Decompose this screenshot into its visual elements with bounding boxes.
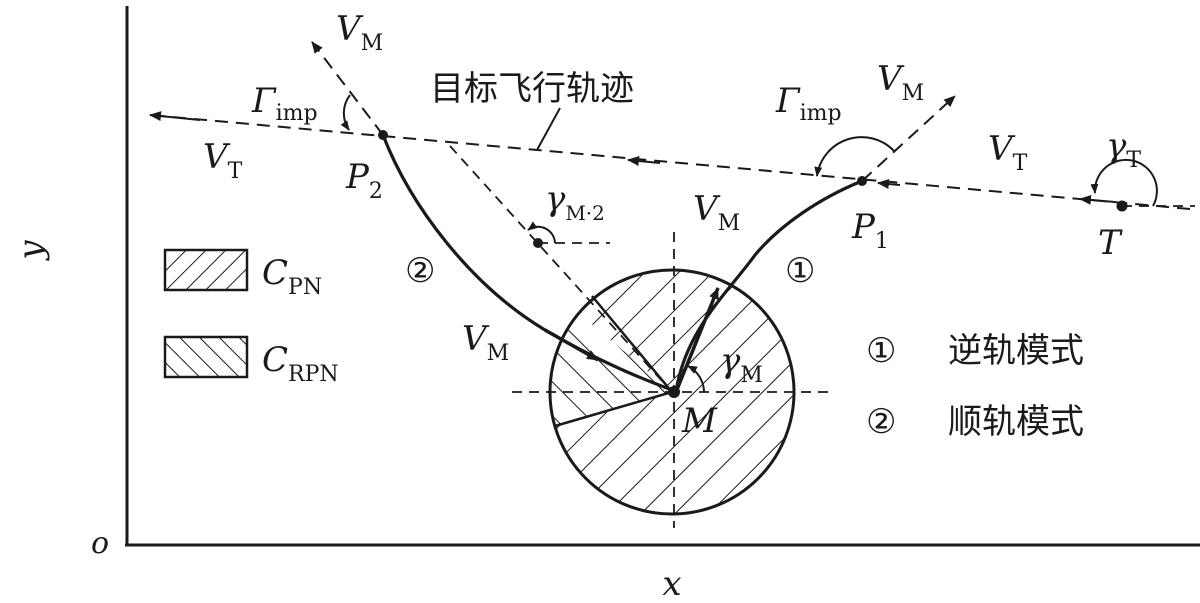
mode1-marker: ①	[866, 331, 896, 371]
p2-impact-angle-label: Γimp	[251, 81, 318, 126]
path2-curve	[381, 134, 673, 392]
legend-cpn-label: CPN	[262, 253, 322, 300]
legend-crpn-swatch	[163, 335, 249, 379]
missile-velocity-label-left: VM	[462, 319, 509, 366]
target-label: T	[1098, 223, 1123, 263]
target-velocity-label: VT	[988, 129, 1028, 176]
p2-target-velocity-label: VT	[203, 137, 243, 184]
path1-curve	[674, 179, 863, 393]
p2-impact-angle-arc	[340, 94, 351, 131]
target-point	[1116, 200, 1128, 212]
path1-marker: ①	[785, 251, 815, 291]
missile-angle-label: γM	[720, 341, 763, 388]
missile-label: M	[681, 401, 718, 441]
p2-velocity-label: VM	[336, 9, 383, 56]
p2-pip-angle-arc	[527, 221, 556, 244]
y-axis-label: y	[11, 240, 51, 262]
p1-impact-angle-arc	[814, 136, 896, 177]
p1-velocity-label: VM	[877, 59, 924, 106]
origin-label: o	[91, 526, 109, 561]
p1-impact-angle-label: Γimp	[775, 81, 842, 126]
target-angle-arc	[1090, 158, 1158, 207]
missile-velocity-arrow-upper	[674, 287, 720, 393]
target-flight-path	[149, 111, 1191, 210]
mode1-label: 逆轨模式	[948, 331, 1084, 371]
p1-label: P1	[851, 207, 889, 254]
mode-legend: ① 逆轨模式 ② 顺轨模式	[866, 331, 1084, 442]
legend: CPN CRPN	[163, 248, 339, 387]
legend-crpn-label: CRPN	[262, 340, 339, 387]
mode2-label: 顺轨模式	[948, 402, 1084, 442]
mode2-marker: ②	[866, 402, 896, 442]
p2-pip-point	[533, 238, 543, 248]
missile-velocity-label-upper: VM	[693, 189, 740, 236]
trajectory-title: 目标飞行轨迹	[430, 69, 634, 109]
target-angle-label: γT	[1106, 126, 1141, 173]
path2-marker: ②	[405, 251, 435, 291]
legend-cpn-swatch	[163, 248, 249, 292]
missile-velocity-arrow-left	[544, 328, 599, 362]
missile-angle-arc	[687, 365, 705, 393]
trajectory-title-leader	[536, 107, 561, 151]
x-axis-label: x	[662, 564, 681, 603]
p2-label: P2	[345, 157, 383, 204]
p2-pip-angle-label: γM·2	[545, 179, 605, 225]
